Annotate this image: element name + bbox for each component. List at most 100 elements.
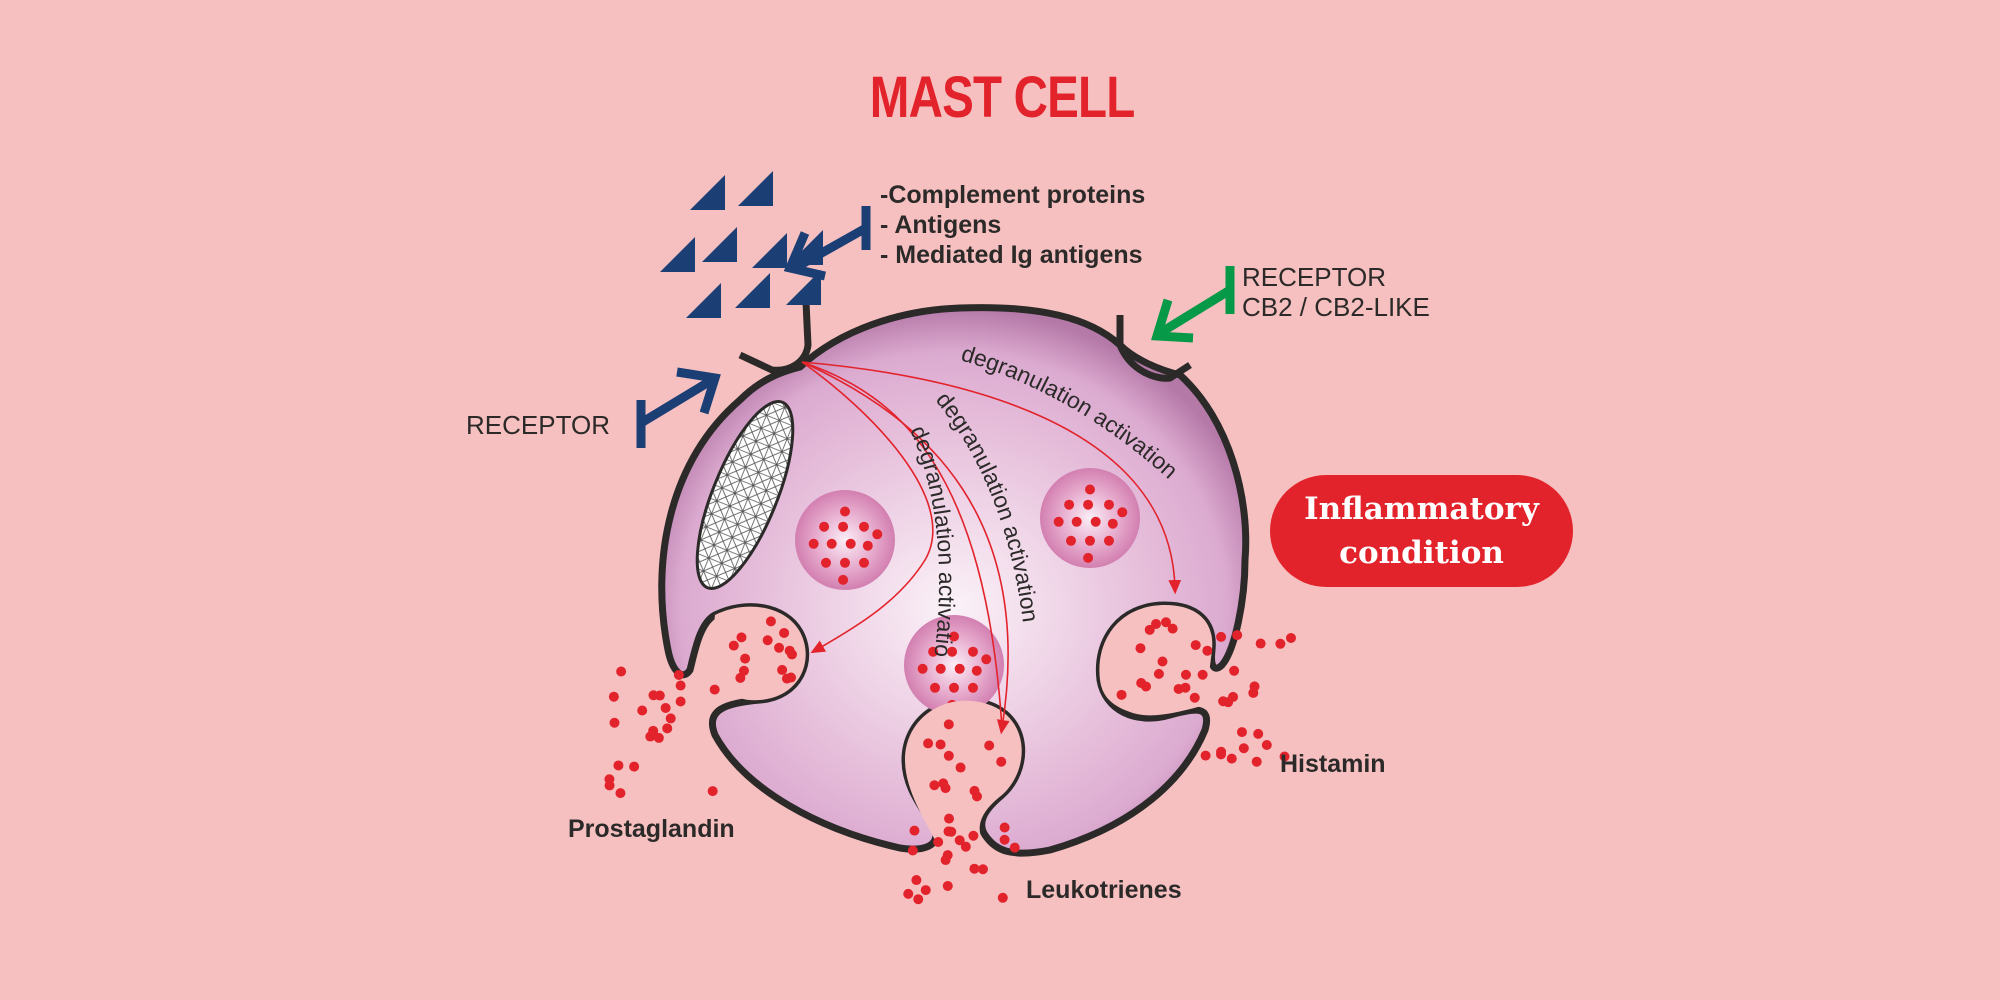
mediator-dot [608, 691, 619, 702]
mediator-dot [1116, 689, 1127, 700]
granule-dot [845, 538, 856, 549]
mediator-dot [673, 669, 684, 680]
granule-dot [930, 682, 940, 693]
antigen-triangle [735, 273, 770, 308]
mediator-dot [969, 785, 980, 796]
pathway-arrow-leukotrienes [801, 361, 1010, 735]
mediator-dot [765, 616, 776, 627]
mediator-dot [1226, 753, 1237, 764]
antigen-triangle [752, 233, 787, 268]
receptor-left-arrow-icon [636, 367, 721, 448]
stimuli-arrow-icon [783, 206, 871, 281]
granule-dot [1107, 518, 1118, 529]
antigen-triangle [786, 270, 821, 305]
mediator-dot [604, 780, 615, 791]
antigen-triangle [738, 171, 773, 206]
granule-dot [859, 557, 869, 568]
mediator-dot [728, 640, 739, 651]
nucleus [695, 400, 795, 590]
mediator-dot [781, 673, 792, 684]
pathway-arrows [801, 361, 1182, 735]
mediator-dot [943, 719, 954, 730]
mediator-dot [1223, 697, 1234, 708]
mediator-dot [933, 837, 944, 848]
mediator-dot [709, 684, 720, 695]
mediator-dot [1232, 630, 1243, 641]
pathway-arrow-histamin [801, 361, 1182, 595]
granule-dot [981, 654, 992, 665]
mediator-dot [1253, 728, 1264, 739]
mediator-dot [616, 666, 627, 677]
mediator-dot [613, 760, 624, 771]
mediator-dot [1236, 727, 1247, 738]
stimuli-item: -Complement proteins [880, 181, 1146, 209]
granule-dot [949, 631, 959, 642]
receptor-right-label: RECEPTOR CB2 / CB2-LIKE [1242, 262, 1430, 322]
granule-dot [1066, 535, 1076, 546]
granule-dot [819, 521, 830, 532]
prostaglandin-label: Prostaglandin [568, 815, 735, 843]
granule-dot [838, 574, 849, 585]
granule-dot [826, 538, 837, 549]
mediator-dot [779, 627, 790, 638]
mediator-dot [997, 892, 1008, 903]
mediator-dot [1197, 669, 1208, 680]
granule-dot [947, 646, 958, 657]
stimuli-item: - Antigens [880, 211, 1002, 239]
receptor-right-arrow-icon [1151, 266, 1235, 343]
stimuli-list: -Complement proteins - Antigens - Mediat… [880, 180, 1145, 270]
mediator-dot [903, 888, 914, 899]
granule-dot [968, 646, 978, 657]
mediator-dot [1189, 692, 1200, 703]
granule-dot [1064, 499, 1075, 510]
mediator-dot [645, 731, 656, 742]
mediator-dot [1151, 618, 1162, 629]
mediator-dot [935, 739, 946, 750]
mediator-dot [1190, 640, 1201, 651]
granule-dot [1104, 499, 1114, 510]
mediator-dot [1160, 617, 1171, 628]
mediator-dot [736, 632, 747, 643]
antigen-triangle [690, 175, 725, 210]
antigen-triangle [702, 227, 737, 262]
mediator-dot [675, 680, 686, 691]
granule-dot [1083, 552, 1094, 563]
mediator-dot [1255, 638, 1266, 649]
mediator-dot [944, 813, 955, 824]
badge-line2: condition [1339, 535, 1504, 571]
granule-dot [1085, 484, 1095, 495]
leukotrienes-label: Leukotrienes [1026, 876, 1182, 904]
mediator-dot [665, 713, 676, 724]
mediator-dot [615, 788, 626, 799]
granule-dot [971, 665, 982, 676]
granule [795, 490, 895, 590]
mediator-dot [1202, 645, 1213, 656]
mediator-dot [996, 756, 1007, 767]
granule-dot [1085, 535, 1095, 546]
page-title: MAST CELL [869, 65, 1136, 130]
mediator-dot [940, 783, 951, 794]
mediator-dot [609, 717, 620, 728]
granule-dot [917, 663, 928, 674]
granule-dot [1090, 516, 1101, 527]
antigen-triangle [686, 283, 721, 318]
mediator-dot [1238, 743, 1249, 754]
mediator-dot [762, 635, 773, 646]
antigen-triangle [660, 237, 695, 272]
granule [1040, 468, 1140, 568]
mediator-dot [774, 642, 785, 653]
mediator-dot [942, 850, 953, 861]
mediator-dot [1261, 739, 1272, 750]
receptor-right-shape [1116, 315, 1192, 382]
mediator-dot [1173, 683, 1184, 694]
mediator-dot [648, 690, 659, 701]
leukotrienes-vesicle [905, 700, 1022, 845]
mediator-dot [999, 834, 1010, 845]
mediator-dot [1153, 668, 1164, 679]
mediator-dot [1251, 756, 1262, 767]
mediator-dot [1009, 842, 1020, 853]
mediator-dot [786, 649, 797, 660]
mediator-dot [675, 696, 686, 707]
